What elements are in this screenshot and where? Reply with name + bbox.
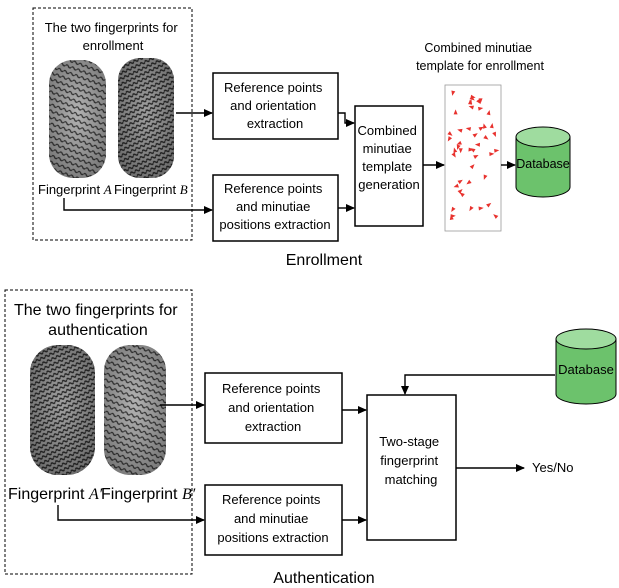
fingerprint-a-label: Fingerprint A <box>38 182 112 197</box>
minutia-mark <box>469 205 474 212</box>
minutia-mark <box>483 123 487 129</box>
enrollment-caption: Enrollment <box>286 252 363 269</box>
minutia-mark <box>483 174 488 180</box>
minutia-mark <box>459 192 465 198</box>
minutia-mark <box>474 142 481 147</box>
fingerprint-b-image <box>118 58 174 178</box>
authentication-database-label: Database <box>558 362 614 377</box>
minutia-mark <box>486 109 491 116</box>
minutia-mark <box>473 154 479 159</box>
minutia-mark <box>456 140 462 145</box>
auth-orientation-extraction-label: Reference points and orientation extract… <box>222 381 324 434</box>
template-caption: Combined minutiae template for enrollmen… <box>416 41 544 73</box>
authentication-section: The two fingerprints for authentication … <box>4 289 617 587</box>
minutia-mark <box>457 179 463 185</box>
two-stage-matching-box <box>366 394 457 541</box>
auth-orientation-extraction-box <box>204 372 343 444</box>
result-label: Yes/No <box>532 460 573 475</box>
orientation-extraction-label: Reference points and orientation extract… <box>224 80 326 131</box>
minutia-mark <box>456 144 461 150</box>
minutia-mark <box>489 152 495 157</box>
minutia-mark <box>465 127 472 132</box>
minutia-mark <box>469 164 475 170</box>
minutia-mark <box>447 136 453 142</box>
minutia-mark <box>486 202 492 208</box>
minutia-mark <box>468 105 474 110</box>
fingerprint-b-label: Fingerprint B <box>114 182 188 197</box>
minutia-mark <box>478 126 484 131</box>
minutia-mark <box>493 214 499 219</box>
fingerprint-a-prime-image <box>30 345 95 475</box>
minutia-mark <box>468 99 473 105</box>
minutia-mark <box>476 98 481 105</box>
minutiae-points <box>447 90 500 221</box>
minutia-mark <box>457 189 463 194</box>
minutiae-extraction-box <box>212 174 339 242</box>
auth-minutiae-extraction-box <box>204 484 343 556</box>
minutia-mark <box>469 95 475 101</box>
combined-template-generation-label: Combined minutiae template generation <box>358 123 421 192</box>
minutia-mark <box>478 106 484 111</box>
minutia-mark <box>483 135 489 140</box>
minutia-mark <box>472 133 478 138</box>
authentication-group-title: The two fingerprints for authentication <box>14 302 182 339</box>
minutia-mark <box>447 131 453 136</box>
minutia-mark <box>451 206 456 213</box>
minutia-mark <box>450 214 456 219</box>
minutia-mark <box>466 179 472 185</box>
minutiae-extraction-label: Reference points and minutiae positions … <box>219 181 330 232</box>
minutia-mark <box>478 206 484 211</box>
enrollment-group-title: The two fingerprints for enrollment <box>45 20 182 53</box>
minutiae-template-panel <box>444 84 502 232</box>
combined-template-generation-box <box>354 105 424 227</box>
minutia-mark <box>453 183 459 188</box>
minutia-mark <box>492 131 496 137</box>
minutia-mark <box>457 128 463 133</box>
fingerprint-a-image <box>49 60 106 178</box>
two-stage-matching-label: Two-stage fingerprint matching <box>379 434 443 487</box>
fingerprint-b-prime-image <box>104 345 166 475</box>
minutia-mark <box>468 147 474 152</box>
auth-minutiae-extraction-label: Reference points and minutiae positions … <box>217 492 328 545</box>
minutia-mark <box>451 152 456 158</box>
minutia-mark <box>453 147 458 153</box>
enrollment-database-label: Database <box>516 157 570 171</box>
minutia-mark <box>489 123 494 129</box>
fingerprint-a-prime-label: Fingerprint A′ <box>8 486 103 503</box>
orientation-extraction-box <box>212 72 339 140</box>
minutia-mark <box>458 148 463 154</box>
minutia-mark <box>451 90 456 96</box>
enrollment-database: Database <box>515 126 571 198</box>
fingerprint-b-prime-label: Fingerprint B′ <box>101 486 196 503</box>
enrollment-section: The two fingerprints for enrollment Fing… <box>32 7 571 269</box>
minutia-mark <box>494 148 500 153</box>
authentication-caption: Authentication <box>273 570 374 587</box>
authentication-database: Database <box>555 328 617 405</box>
minutia-mark <box>453 109 458 115</box>
